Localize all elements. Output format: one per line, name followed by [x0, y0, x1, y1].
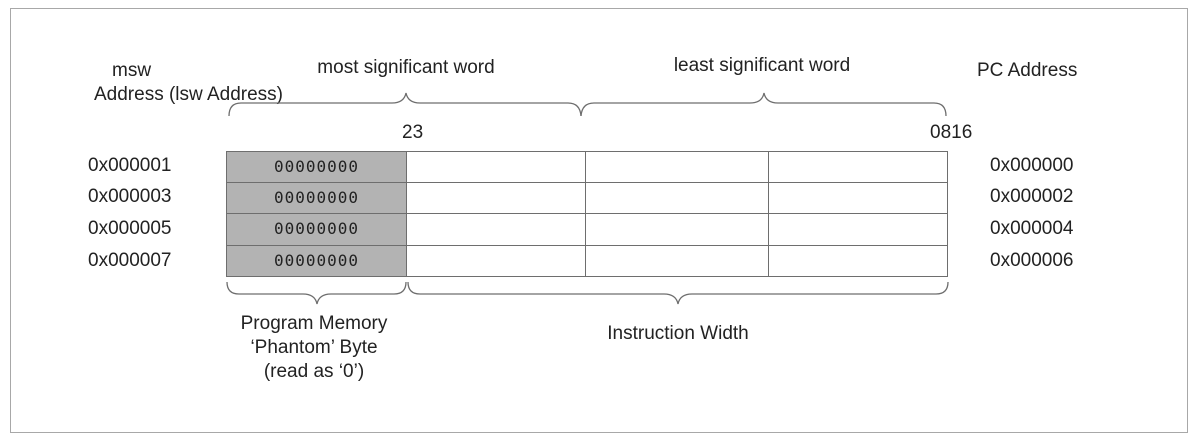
pc-address-header: PC Address: [977, 60, 1078, 81]
msw-word-brace: [228, 92, 582, 117]
phantom-byte-cell: 00000000: [226, 214, 407, 246]
instruction-width-label: Instruction Width: [607, 323, 749, 344]
memory-grid: 00000000 00000000 00000000 00000000: [226, 151, 948, 277]
instruction-cell: [407, 214, 586, 246]
msw-address-row-4: 0x000007: [88, 250, 172, 271]
msw-address-row-1: 0x000001: [88, 155, 172, 176]
instruction-width-brace: [407, 281, 949, 305]
instruction-cell: [586, 182, 769, 214]
phantom-byte-brace: [226, 281, 407, 305]
instruction-cell: [586, 151, 769, 183]
bit-23-label: 23: [402, 122, 424, 143]
phantom-byte-label-line2: ‘Phantom’ Byte: [250, 337, 378, 358]
instruction-cell: [769, 182, 948, 214]
instruction-cell: [407, 245, 586, 277]
msw-address-row-2: 0x000003: [88, 186, 172, 207]
lsw-word-label: least significant word: [673, 55, 851, 76]
instruction-cell: [769, 151, 948, 183]
phantom-byte-cell: 00000000: [226, 182, 407, 214]
instruction-cell: [769, 245, 948, 277]
lsw-word-brace: [580, 92, 947, 117]
pc-address-row-3: 0x000004: [990, 218, 1074, 239]
instruction-cell: [407, 182, 586, 214]
pc-address-row-4: 0x000006: [990, 250, 1074, 271]
msw-header-line1: msw: [112, 60, 152, 81]
pc-address-row-1: 0x000000: [990, 155, 1074, 176]
diagram-frame: [10, 8, 1188, 433]
phantom-byte-cell: 00000000: [226, 245, 407, 277]
msw-word-label: most significant word: [317, 57, 495, 78]
instruction-cell: [586, 245, 769, 277]
phantom-byte-cell: 00000000: [226, 151, 407, 183]
bit-0816-label: 0816: [930, 122, 973, 143]
msw-header-line2: Address (lsw Address): [94, 84, 284, 105]
instruction-cell: [407, 151, 586, 183]
instruction-cell: [586, 214, 769, 246]
phantom-byte-label-line1: Program Memory: [240, 313, 388, 334]
msw-address-row-3: 0x000005: [88, 218, 172, 239]
pc-address-row-2: 0x000002: [990, 186, 1074, 207]
instruction-cell: [769, 214, 948, 246]
phantom-byte-label-line3: (read as ‘0’): [263, 361, 365, 382]
